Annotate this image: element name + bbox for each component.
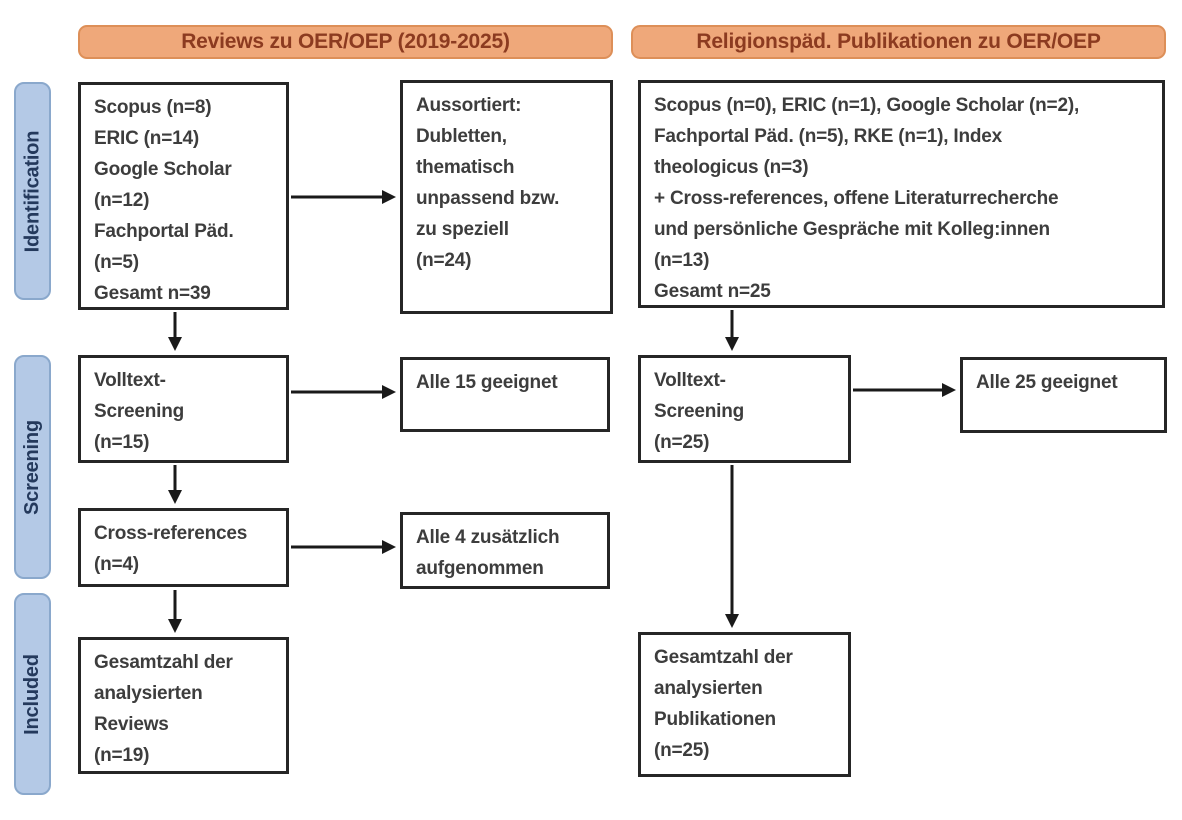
text-line: Screening: [654, 401, 745, 422]
text-line: (n=4): [94, 554, 139, 575]
text-line: (n=24): [416, 250, 472, 271]
box-left-total-analyzed: Gesamtzahl der analysierten Reviews (n=1…: [78, 637, 289, 774]
stage-label-identification-text: Identification: [21, 130, 43, 252]
stage-label-identification: Identification: [14, 82, 51, 300]
text-line: thematisch: [416, 157, 515, 178]
text-line: Screening: [94, 401, 185, 422]
text-line: (n=25): [654, 432, 710, 453]
text-line: + Cross-references, offene Literaturrech…: [654, 188, 1059, 209]
text-line: Cross-references: [94, 523, 248, 544]
text-line: Gesamt n=25: [654, 281, 771, 302]
text-line: analysierten: [94, 683, 203, 704]
text-line: Scopus (n=8): [94, 97, 212, 118]
text-line: analysierten: [654, 678, 763, 699]
text-line: theologicus (n=3): [654, 157, 809, 178]
column-header-religionspaed: Religionspäd. Publikationen zu OER/OEP: [631, 25, 1166, 59]
box-right-total-analyzed: Gesamtzahl der analysierten Publikatione…: [638, 632, 851, 777]
text-line: (n=5): [94, 252, 139, 273]
text-line: ERIC (n=14): [94, 128, 199, 149]
text-line: Volltext-: [654, 370, 726, 391]
text-line: Aussortiert:: [416, 95, 522, 116]
box-left-fulltext-screening: Volltext- Screening (n=15): [78, 355, 289, 463]
text-line: Publikationen: [654, 709, 776, 730]
stage-label-included: Included: [14, 593, 51, 795]
stage-label-screening: Screening: [14, 355, 51, 579]
text-line: unpassend bzw.: [416, 188, 560, 209]
text-line: Alle 4 zusätzlich: [416, 527, 560, 548]
box-left-cross-references: Cross-references (n=4): [78, 508, 289, 587]
text-line: aufgenommen: [416, 558, 544, 579]
box-right-all-eligible: Alle 25 geeignet: [960, 357, 1167, 433]
stage-label-screening-text: Screening: [21, 419, 43, 515]
text-line: (n=25): [654, 740, 710, 761]
text-line: (n=15): [94, 432, 150, 453]
box-left-sorted-out: Aussortiert: Dubletten, thematisch unpas…: [400, 80, 613, 314]
text-line: Google Scholar: [94, 159, 232, 180]
box-left-sources: Scopus (n=8) ERIC (n=14) Google Scholar …: [78, 82, 289, 310]
text-line: Volltext-: [94, 370, 166, 391]
text-line: Fachportal Päd.: [94, 221, 234, 242]
text-line: Fachportal Päd. (n=5), RKE (n=1), Index: [654, 126, 1002, 147]
box-left-all-eligible: Alle 15 geeignet: [400, 357, 610, 432]
text-line: und persönliche Gespräche mit Kolleg:inn…: [654, 219, 1050, 240]
text-line: Alle 15 geeignet: [416, 372, 558, 393]
text-line: Reviews: [94, 714, 169, 735]
text-line: Scopus (n=0), ERIC (n=1), Google Scholar…: [654, 95, 1080, 116]
text-line: Gesamtzahl der: [654, 647, 793, 668]
text-line: Dubletten,: [416, 126, 507, 147]
text-line: Alle 25 geeignet: [976, 372, 1118, 393]
text-line: zu speziell: [416, 219, 509, 240]
box-right-fulltext-screening: Volltext- Screening (n=25): [638, 355, 851, 463]
text-line: Gesamtzahl der: [94, 652, 233, 673]
text-line: (n=19): [94, 745, 150, 766]
stage-label-included-text: Included: [21, 653, 44, 735]
box-left-additionally-included: Alle 4 zusätzlich aufgenommen: [400, 512, 610, 589]
box-right-sources: Scopus (n=0), ERIC (n=1), Google Scholar…: [638, 80, 1165, 308]
text-line: (n=13): [654, 250, 710, 271]
column-header-reviews: Reviews zu OER/OEP (2019-2025): [78, 25, 613, 59]
text-line: (n=12): [94, 190, 150, 211]
text-line: Gesamt n=39: [94, 283, 211, 304]
